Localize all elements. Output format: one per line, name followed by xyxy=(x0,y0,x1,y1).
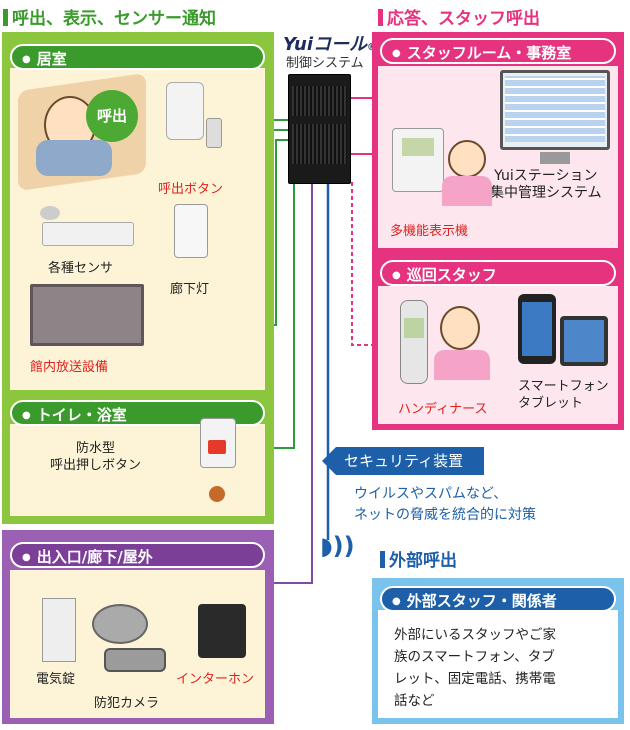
speaker-icon xyxy=(30,284,144,346)
entrance-header: 出入口/廊下/屋外 xyxy=(10,542,265,568)
electric-lock-icon xyxy=(42,598,76,662)
security-header: セキュリティ装置 xyxy=(336,447,484,475)
intercom-icon xyxy=(198,604,246,658)
intercom-label: インターホン xyxy=(176,672,255,687)
tablet-screen xyxy=(564,320,604,362)
hall-light-label: 廊下灯 xyxy=(170,282,210,297)
call-badge: 呼出 xyxy=(86,90,138,142)
bullet-camera-icon xyxy=(104,648,166,672)
security-desc: ウイルスやスパムなど、ネットの脅威を統合的に対策 xyxy=(354,486,536,523)
yui-station-label: Yuiステーション集中管理システム xyxy=(490,168,602,201)
pull-cord-icon xyxy=(209,486,225,502)
control-unit-panel-1 xyxy=(292,86,347,116)
external-desc: 外部にいるスタッフやご家族のスマートフォン、タブレット、固定電話、携帯電話など xyxy=(394,627,556,709)
staff-woman-icon xyxy=(448,140,486,178)
wireless-signal-icon: ◗)) xyxy=(320,532,355,560)
hall-light-icon xyxy=(174,204,208,258)
heading-external: 外部呼出 xyxy=(380,546,457,571)
call-button-label: 呼出ボタン xyxy=(158,182,224,197)
patrol-staff-body xyxy=(434,350,490,380)
display-phone-label: 多機能表示機 xyxy=(390,224,469,239)
monitor-screen xyxy=(505,76,605,142)
security-arrow-icon xyxy=(322,447,336,475)
electric-lock-label: 電気錠 xyxy=(36,672,76,687)
control-unit-panel-2 xyxy=(292,124,347,164)
handy-phone-screen xyxy=(404,318,424,338)
sensor-icon-small xyxy=(40,206,60,220)
call-device-icon xyxy=(166,82,204,140)
room-kyoshitsu-header: 居室 xyxy=(10,44,265,70)
pink-line-patrol xyxy=(351,182,400,346)
call-handset-icon xyxy=(206,118,222,148)
waterproof-label: 防水型呼出押しボタン xyxy=(50,441,142,473)
system-subtitle: 制御システム xyxy=(286,56,364,71)
handy-nurse-label: ハンディナース xyxy=(398,402,488,417)
smartphone-label: スマートフォンタブレット xyxy=(518,379,609,411)
sensor-icon xyxy=(42,222,134,246)
camera-label: 防犯カメラ xyxy=(94,696,160,711)
sensors-label: 各種センサ xyxy=(48,261,114,276)
blanket-icon xyxy=(36,140,112,176)
waterproof-red-button-icon xyxy=(208,440,226,454)
handy-nurse-phone-icon xyxy=(400,300,428,384)
staff-woman-body xyxy=(442,176,492,206)
desk-phone-display xyxy=(402,138,434,156)
patrol-header: 巡回スタッフ xyxy=(380,260,616,286)
dome-camera-icon xyxy=(92,604,148,644)
office-header: スタッフルーム・事務室 xyxy=(380,38,616,64)
external-area xyxy=(378,610,618,718)
external-header: 外部スタッフ・関係者 xyxy=(380,586,616,612)
smartphone-screen xyxy=(522,302,552,356)
patrol-staff-icon xyxy=(440,306,480,350)
heading-right: 応答、スタッフ呼出 xyxy=(378,4,540,29)
heading-left: 呼出、表示、センサー通知 xyxy=(3,4,216,29)
monitor-stand xyxy=(540,152,570,164)
broadcast-label: 館内放送設備 xyxy=(30,360,109,375)
